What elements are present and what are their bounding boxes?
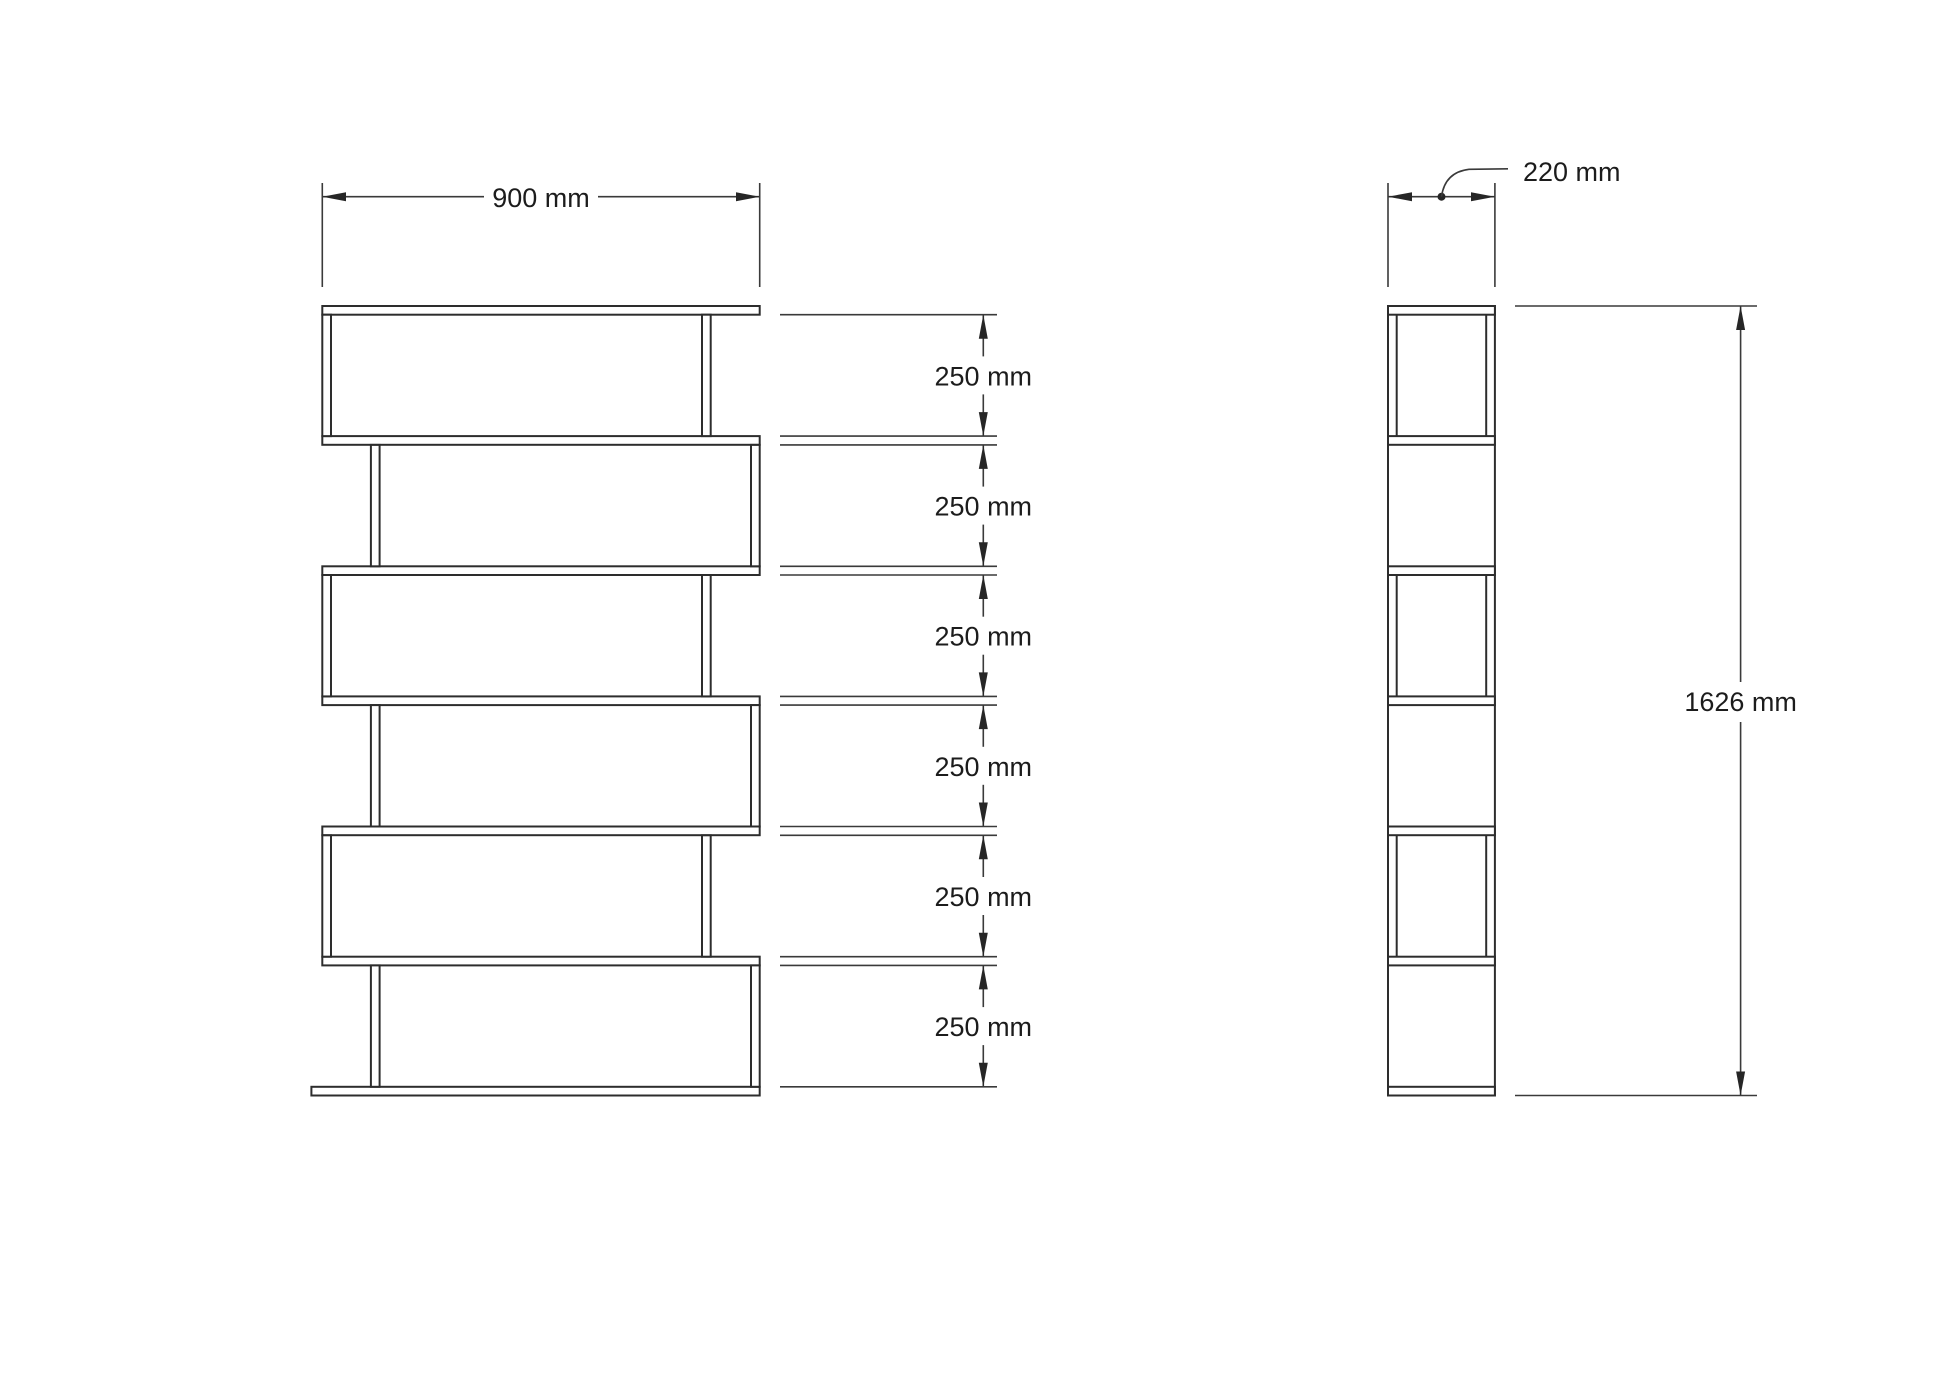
compartment-height-label: 250 mm <box>935 752 1033 782</box>
dimension-arrowhead <box>978 542 988 567</box>
side-panel <box>701 313 712 438</box>
compartment-height-label: 250 mm <box>935 492 1033 522</box>
shelf-board <box>321 695 761 707</box>
shelf-board <box>321 955 761 967</box>
dimension-side-depth: 220 mm <box>1387 157 1621 287</box>
dimension-arrowhead <box>322 192 346 202</box>
bottom-board <box>310 1085 761 1097</box>
shelf-board-edge <box>1387 1085 1496 1097</box>
dimension-arrowhead <box>978 932 988 957</box>
dimension-arrowhead <box>978 1062 988 1087</box>
dimension-arrowhead <box>978 412 988 437</box>
dimension-arrowhead <box>1388 192 1412 202</box>
compartment-height-label: 250 mm <box>935 622 1033 652</box>
side-panel <box>750 443 761 568</box>
dimension-compartment-heights: 250 mm 250 mm 250 mm 250 mm 250 mm 250 m… <box>780 313 1033 1088</box>
side-panel <box>321 834 332 958</box>
side-depth-label: 220 mm <box>1523 157 1621 187</box>
shelf-board-edge <box>1387 565 1496 576</box>
side-panel <box>321 313 332 438</box>
shelf-board-edge <box>1387 435 1496 446</box>
side-panel <box>701 574 712 698</box>
shelf-board <box>321 565 761 576</box>
dimension-arrowhead <box>978 444 988 469</box>
side-panel <box>750 964 761 1088</box>
dimension-arrowhead <box>1736 1071 1746 1096</box>
shelf-board <box>321 305 761 316</box>
dimension-arrowhead <box>978 314 988 339</box>
dimension-front-width: 900 mm <box>321 183 761 287</box>
leader-line <box>1440 168 1509 197</box>
shelf-board <box>321 825 761 837</box>
overall-height-label: 1626 mm <box>1684 687 1797 717</box>
compartment-height-label: 250 mm <box>935 1012 1033 1042</box>
side-panel <box>369 704 381 828</box>
front-view <box>310 305 761 1097</box>
side-view <box>1387 305 1496 1097</box>
dimension-arrowhead <box>978 575 988 599</box>
dimension-arrowhead <box>978 965 988 990</box>
dimension-arrowhead <box>1736 306 1746 330</box>
side-panel <box>750 704 761 828</box>
side-panel <box>321 574 332 698</box>
dimension-arrowhead <box>736 192 760 202</box>
dimension-arrowhead <box>978 835 988 860</box>
side-panel <box>701 834 712 958</box>
dimension-arrowhead <box>978 802 988 827</box>
side-panel <box>369 964 381 1088</box>
shelf-board-edge <box>1387 695 1496 707</box>
shelf-board <box>321 435 761 446</box>
dimension-arrowhead <box>1471 192 1495 202</box>
side-panel <box>369 443 381 568</box>
dimension-arrowhead <box>978 672 988 697</box>
shelf-board-edge <box>1387 825 1496 837</box>
dimension-overall-height: 1626 mm <box>1515 305 1797 1097</box>
front-width-label: 900 mm <box>492 183 590 213</box>
dimension-arrowhead <box>978 705 988 730</box>
shelf-board-edge <box>1387 305 1496 316</box>
compartment-height-label: 250 mm <box>935 361 1033 391</box>
shelf-board-edge <box>1387 955 1496 967</box>
compartment-height-label: 250 mm <box>935 882 1033 912</box>
